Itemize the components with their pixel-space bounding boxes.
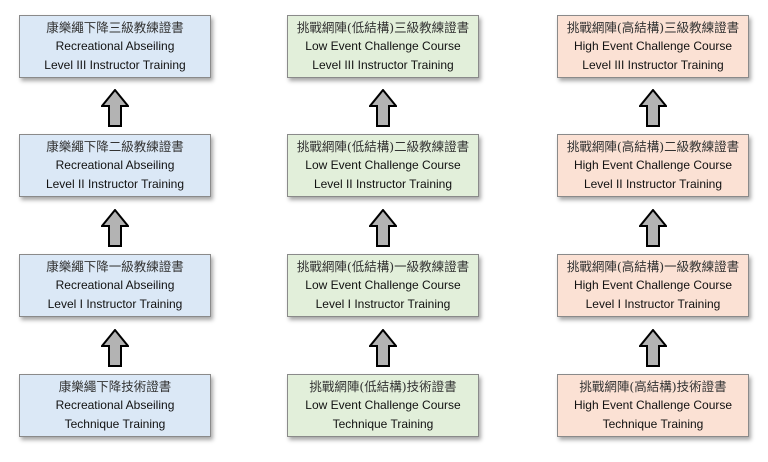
box-title-zh: 挑戰網陣(高結構)二級教練證書: [566, 138, 740, 154]
box-title-en: Recreational Abseiling: [55, 38, 175, 53]
up-arrow-icon: [101, 89, 129, 127]
box-high-event-technique: 挑戰網陣(高結構)技術證書 High Event Challenge Cours…: [557, 374, 749, 437]
up-arrow-icon: [369, 209, 397, 247]
box-high-event-level-2: 挑戰網陣(高結構)二級教練證書 High Event Challenge Cou…: [557, 134, 749, 197]
box-title-zh: 康樂繩下降技術證書: [58, 378, 172, 394]
up-arrow-icon: [639, 329, 667, 367]
box-title-zh: 挑戰網陣(低結構)三級教練證書: [296, 19, 470, 35]
box-title-zh: 康樂繩下降一級教練證書: [46, 258, 184, 274]
box-title-en: Recreational Abseiling: [55, 157, 175, 172]
box-subtitle-en: Level III Instructor Training: [312, 57, 454, 72]
box-title-zh: 挑戰網陣(低結構)一級教練證書: [296, 258, 470, 274]
box-subtitle-en: Technique Training: [602, 416, 704, 431]
box-title-en: Recreational Abseiling: [55, 277, 175, 292]
up-arrow-icon: [101, 209, 129, 247]
box-high-event-level-1: 挑戰網陣(高結構)一級教練證書 High Event Challenge Cou…: [557, 254, 749, 317]
box-title-zh: 挑戰網陣(高結構)三級教練證書: [566, 19, 740, 35]
up-arrow-icon: [639, 89, 667, 127]
up-arrow-icon: [369, 89, 397, 127]
box-subtitle-en: Technique Training: [332, 416, 434, 431]
up-arrow-icon: [639, 209, 667, 247]
box-title-en: High Event Challenge Course: [573, 38, 733, 53]
box-title-en: Low Event Challenge Course: [305, 38, 461, 53]
box-low-event-level-3: 挑戰網陣(低結構)三級教練證書 Low Event Challenge Cour…: [287, 15, 479, 78]
box-title-zh: 康樂繩下降二級教練證書: [46, 138, 184, 154]
box-subtitle-en: Level II Instructor Training: [583, 176, 723, 191]
box-title-en: High Event Challenge Course: [573, 397, 733, 412]
box-title-zh: 挑戰網陣(高結構)技術證書: [579, 378, 727, 394]
box-subtitle-en: Level II Instructor Training: [45, 176, 185, 191]
box-title-en: Low Event Challenge Course: [305, 157, 461, 172]
box-title-en: Low Event Challenge Course: [305, 397, 461, 412]
box-low-event-level-2: 挑戰網陣(低結構)二級教練證書 Low Event Challenge Cour…: [287, 134, 479, 197]
box-subtitle-en: Level III Instructor Training: [44, 57, 186, 72]
box-title-zh: 挑戰網陣(低結構)技術證書: [309, 378, 457, 394]
box-title-zh: 康樂繩下降三級教練證書: [46, 19, 184, 35]
box-subtitle-en: Level II Instructor Training: [313, 176, 453, 191]
box-abseiling-level-1: 康樂繩下降一級教練證書 Recreational Abseiling Level…: [19, 254, 211, 317]
box-title-en: High Event Challenge Course: [573, 277, 733, 292]
box-subtitle-en: Technique Training: [64, 416, 166, 431]
box-title-en: High Event Challenge Course: [573, 157, 733, 172]
up-arrow-icon: [101, 329, 129, 367]
box-title-en: Low Event Challenge Course: [305, 277, 461, 292]
box-abseiling-level-3: 康樂繩下降三級教練證書 Recreational Abseiling Level…: [19, 15, 211, 78]
box-title-zh: 挑戰網陣(高結構)一級教練證書: [566, 258, 740, 274]
box-title-en: Recreational Abseiling: [55, 397, 175, 412]
box-subtitle-en: Level I Instructor Training: [47, 296, 183, 311]
column-high-event: 挑戰網陣(高結構)三級教練證書 High Event Challenge Cou…: [557, 0, 751, 462]
column-low-event: 挑戰網陣(低結構)三級教練證書 Low Event Challenge Cour…: [287, 0, 481, 462]
box-subtitle-en: Level I Instructor Training: [585, 296, 721, 311]
column-abseiling: 康樂繩下降三級教練證書 Recreational Abseiling Level…: [19, 0, 213, 462]
box-abseiling-level-2: 康樂繩下降二級教練證書 Recreational Abseiling Level…: [19, 134, 211, 197]
box-low-event-technique: 挑戰網陣(低結構)技術證書 Low Event Challenge Course…: [287, 374, 479, 437]
box-low-event-level-1: 挑戰網陣(低結構)一級教練證書 Low Event Challenge Cour…: [287, 254, 479, 317]
box-abseiling-technique: 康樂繩下降技術證書 Recreational Abseiling Techniq…: [19, 374, 211, 437]
box-title-zh: 挑戰網陣(低結構)二級教練證書: [296, 138, 470, 154]
box-subtitle-en: Level I Instructor Training: [315, 296, 451, 311]
box-high-event-level-3: 挑戰網陣(高結構)三級教練證書 High Event Challenge Cou…: [557, 15, 749, 78]
up-arrow-icon: [369, 329, 397, 367]
box-subtitle-en: Level III Instructor Training: [582, 57, 724, 72]
